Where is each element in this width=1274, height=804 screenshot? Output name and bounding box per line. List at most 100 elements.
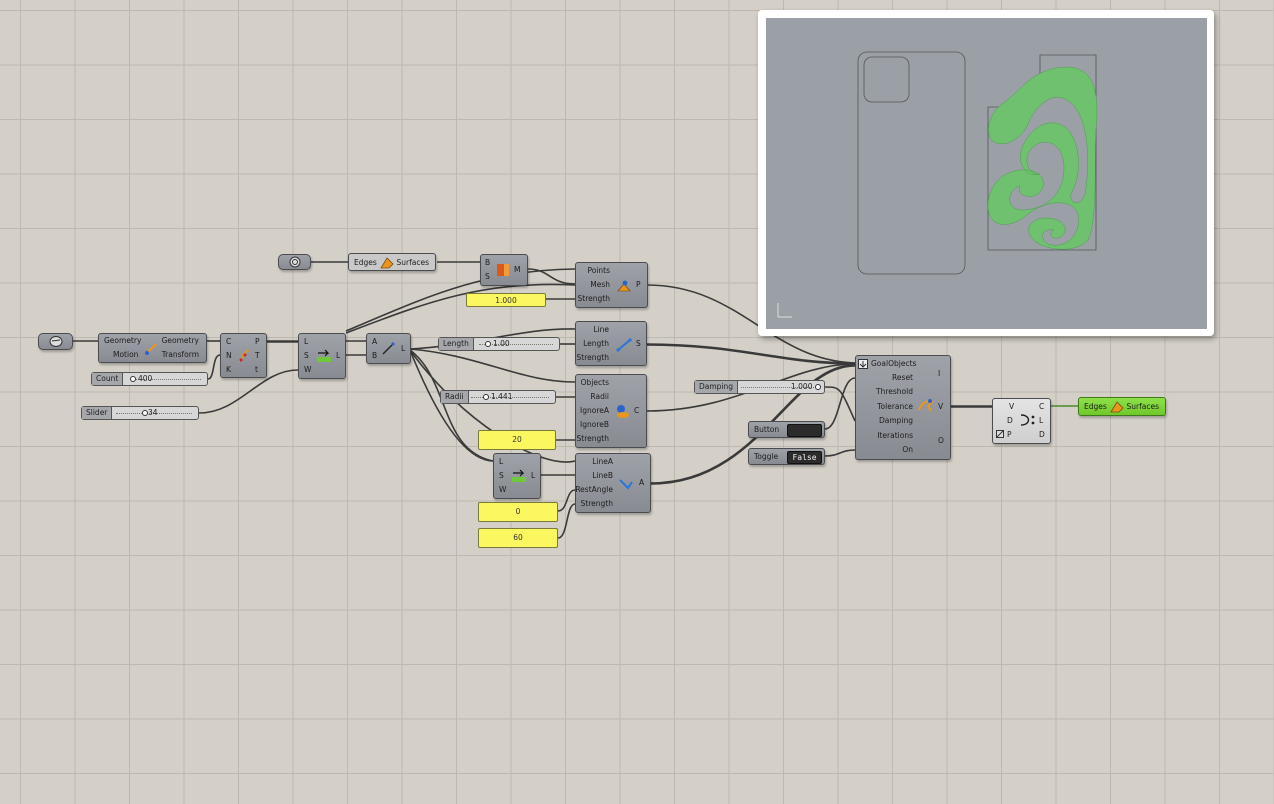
input-s: S (304, 351, 309, 360)
count-slider[interactable]: Count 400 (91, 372, 208, 386)
slider-knob[interactable] (130, 376, 136, 382)
mesh-brep-component[interactable]: B S M (480, 254, 528, 286)
input-k: K (226, 365, 231, 374)
surfaces-output-label: Surfaces (396, 258, 429, 267)
rest-angle-0-panel[interactable]: 0 (478, 502, 558, 522)
geometry-param-icon (49, 336, 63, 347)
slider-label: Radii (441, 391, 469, 403)
camera-cutout-outline (863, 56, 910, 103)
input-reset: Reset (892, 373, 913, 382)
rhino-viewport-preview[interactable] (758, 10, 1214, 336)
explode-tree-component[interactable]: V D P C L D (992, 398, 1051, 444)
input-strength: Strength (577, 294, 610, 303)
explode-curve-icon (1020, 414, 1035, 426)
hexagon-param-icon (289, 256, 301, 268)
hexagon-param[interactable] (278, 254, 311, 270)
wire (646, 343, 856, 364)
output-a: A (639, 478, 645, 487)
slider-label: Damping (695, 381, 739, 393)
input-motion: Motion (113, 350, 139, 359)
wire (409, 348, 576, 383)
wire (824, 386, 856, 422)
slider-knob[interactable] (142, 410, 148, 416)
input-ignore-a: IgnoreA (580, 406, 609, 415)
shift-list-component-2[interactable]: L S W L (493, 453, 541, 499)
output-transform: Transform (161, 350, 199, 359)
edges-surfaces-output-component[interactable]: Edges Surfaces (1078, 397, 1166, 416)
wire (646, 344, 856, 365)
input-s: S (485, 272, 490, 281)
shift-list-icon (317, 349, 331, 362)
slider-component[interactable]: Slider 34 (81, 406, 199, 420)
collide-goal-icon (617, 405, 629, 418)
input-w: W (304, 365, 312, 374)
edges-surfaces-component[interactable]: Edges Surfaces (348, 253, 436, 271)
wire (824, 377, 856, 430)
shift-list-component[interactable]: L S W L (298, 333, 346, 379)
kangaroo-solver-icon (918, 399, 934, 412)
solver-component[interactable]: GoalObjects Reset Threshold Tolerance Da… (855, 355, 951, 460)
divide-curve-component[interactable]: C N K P T t (220, 333, 267, 378)
input-line: Line (593, 325, 609, 334)
output-t-lower: t (255, 365, 258, 374)
angle-goal-component[interactable]: LineA LineB RestAngle Strength A (575, 453, 651, 513)
output-l: L (1039, 416, 1044, 425)
output-o: O (938, 436, 944, 445)
input-ignore-b: IgnoreB (580, 420, 609, 429)
input-s: S (499, 471, 504, 480)
input-line-b: LineB (592, 471, 613, 480)
toggle-value[interactable]: False (787, 451, 822, 464)
length-slider[interactable]: Length 1.00 (438, 337, 560, 351)
toggle-label: Toggle (754, 452, 779, 461)
input-b: B (372, 351, 378, 360)
length-goal-icon (616, 338, 632, 352)
input-w: W (499, 485, 507, 494)
slider-knob[interactable] (483, 394, 489, 400)
damping-slider[interactable]: Damping 1.000 (694, 380, 825, 394)
wire (824, 449, 856, 457)
length-goal-component[interactable]: Line Length Strength S (575, 321, 647, 366)
strength-20-panel[interactable]: 20 (478, 430, 556, 450)
axis-gizmo-icon (777, 303, 792, 318)
slider-track (471, 397, 549, 398)
trigger-button[interactable] (787, 424, 822, 437)
input-threshold: Threshold (876, 387, 913, 396)
viewport-canvas[interactable] (766, 18, 1207, 329)
output-c: C (634, 406, 640, 415)
slider-value: 1.000 (791, 382, 813, 391)
input-strength: Strength (580, 499, 613, 508)
button-component[interactable]: Button (748, 421, 825, 438)
anchor-goal-component[interactable]: Points Mesh Strength P (575, 262, 648, 308)
output-s: S (636, 339, 641, 348)
slider-label: Slider (82, 407, 113, 419)
wire (207, 354, 221, 380)
output-d: D (1039, 430, 1045, 439)
input-strength: Strength (576, 434, 609, 443)
slider-value: 1.00 (493, 339, 510, 348)
input-strength: Strength (576, 353, 609, 362)
radii-slider[interactable]: Radii 1.441 (440, 390, 556, 404)
surfaces-output-label: Surfaces (1126, 402, 1159, 411)
strength-value-panel[interactable]: 1.000 (466, 293, 546, 307)
output-p: P (636, 280, 641, 289)
surface-from-edges-icon (380, 257, 394, 269)
output-t: T (255, 351, 260, 360)
toggle-component[interactable]: Toggle False (748, 448, 825, 465)
edges-input-label: Edges (1084, 402, 1107, 411)
input-radii: Radii (590, 392, 609, 401)
input-mesh: Mesh (590, 280, 610, 289)
wire (345, 283, 576, 334)
rest-angle-60-panel[interactable]: 60 (478, 528, 558, 548)
geometry-param[interactable] (38, 333, 73, 350)
slider-knob[interactable] (815, 384, 821, 390)
wire (557, 503, 576, 539)
expand-arrow-icon[interactable] (858, 359, 868, 369)
input-l: L (304, 337, 309, 346)
preview-geometry (777, 51, 1098, 318)
line-component[interactable]: A B L (366, 333, 411, 364)
collide-goal-component[interactable]: Objects Radii IgnoreA IgnoreB Strength C (575, 374, 647, 448)
line-icon (382, 342, 395, 355)
orient-component[interactable]: Geometry Motion Geometry Transform (98, 333, 207, 363)
input-tolerance: Tolerance (877, 402, 913, 411)
slider-knob[interactable] (485, 341, 491, 347)
